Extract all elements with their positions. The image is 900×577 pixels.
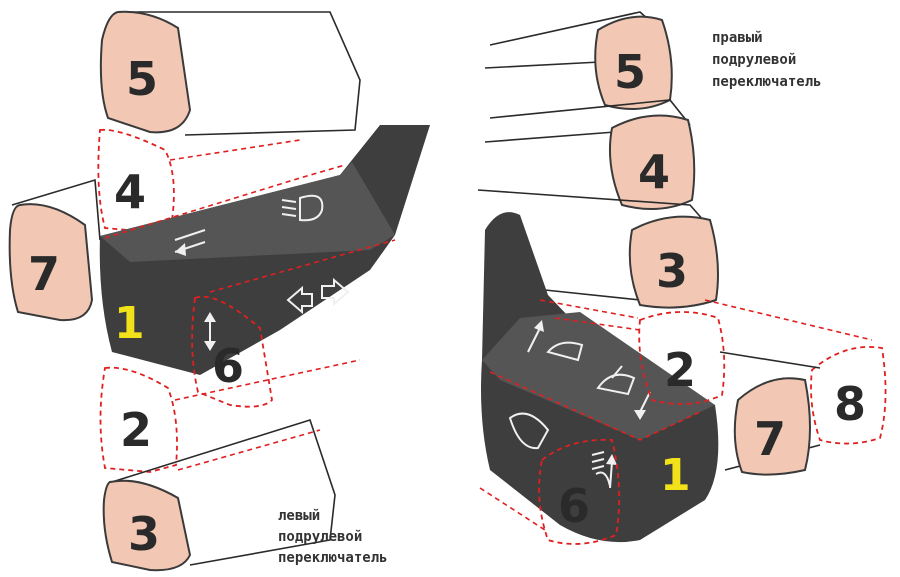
right-pos4-outline-bottom [484,131,616,143]
right-pos3-outline-bottom [544,289,641,301]
left-pos5-tab [99,10,192,134]
right-pos6-label: 6 [558,479,590,533]
right-switch-caption: правый подрулевой переключатель [712,30,822,90]
left-caption-line2: подрулевой [278,529,362,545]
right-pos1-label: 1 [660,450,691,501]
right-pos8-tab [810,346,887,445]
right-pos2-tab [638,311,726,405]
left-pos3-label: 3 [128,507,160,561]
up-down-arrow-icon [204,312,216,351]
left-pos4-guide [169,139,301,161]
right-top-guide [489,371,701,441]
left-pos3-outline [111,419,336,566]
left-pos2-guide-bottom [177,429,321,471]
left-pos7-label: 7 [28,247,60,301]
left-caption-line1: левый [278,508,320,524]
right-switch: 5 4 3 [477,11,887,545]
right-pos6-guide [479,487,546,531]
right-pos8-label: 8 [834,377,866,431]
right-pos7-outline-top [719,351,821,369]
right-pos7-tab [733,377,811,476]
right-pos8-guide-top [704,299,873,341]
left-switch: 5 4 7 [8,10,430,572]
left-pos7-outline [11,178,101,241]
rear-wiper-icon [508,412,550,450]
left-switch-caption: левый подрулевой переключатель [278,508,388,566]
left-pos2-label: 2 [120,403,152,457]
right-pos3-label: 3 [656,244,688,298]
right-pos2-guide-top [539,299,639,319]
left-pos5-outline [120,11,361,136]
left-pos4-tab [97,128,175,233]
right-switch-top [482,312,715,440]
right-pos4-outline-top [489,99,691,126]
right-pos2-label: 2 [664,343,696,397]
left-pos3-tab [102,479,192,572]
left-pos6-label: 6 [212,339,244,393]
left-pos4-label: 4 [114,165,146,219]
left-pos1-label: 1 [114,298,145,349]
washer-icon [596,365,636,396]
headlight-icon [281,194,324,222]
left-pos6-tab [191,295,273,408]
right-pos4-label: 4 [638,145,670,199]
right-pos5-outline-bottom [484,61,601,69]
right-pos4-tab [609,114,696,210]
right-pos5-label: 5 [614,45,646,99]
right-caption-line3: переключатель [712,74,822,90]
right-pos3-tab [628,215,719,309]
rear-washer-icon [591,451,617,489]
wiper-up-icon [527,320,584,362]
left-pos7-tab [8,203,94,322]
left-caption-line3: переключатель [278,550,388,566]
right-pos7-label: 7 [754,412,786,466]
right-caption-line2: подрулевой [712,52,796,68]
left-top-guide [104,164,346,239]
right-caption-line1: правый [712,30,763,46]
flash-high-beam-icon [174,229,206,256]
left-pos2-guide-top [174,359,361,401]
left-pos5-label: 5 [126,52,158,106]
turn-signal-arrows-icon [286,277,350,315]
left-pos2-tab [99,366,178,473]
wiper-down-icon [634,391,651,420]
left-switch-top [100,162,395,262]
